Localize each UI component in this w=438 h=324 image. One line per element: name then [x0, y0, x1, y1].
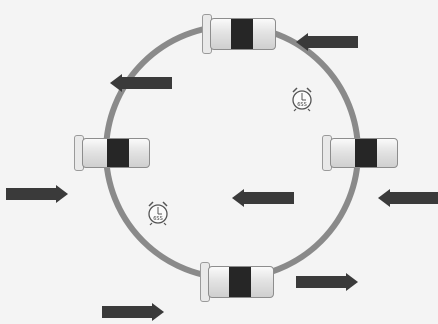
arrow-label [246, 194, 288, 202]
vial-left [74, 135, 150, 171]
arrow-right-outer [378, 189, 438, 207]
vial-body [330, 138, 398, 168]
vial-body [210, 18, 276, 50]
vial-bottom [200, 262, 274, 302]
arrow-upper-left [110, 74, 172, 92]
alarm-clock-icon: 6SS [290, 86, 314, 112]
alarm-clock-icon: 6SS [146, 200, 170, 226]
arrow-left-outer [6, 185, 68, 203]
arrow-label [106, 308, 148, 316]
arrow-right-icon [56, 185, 68, 203]
vial-body [82, 138, 150, 168]
clock-text: 6SS [149, 216, 167, 222]
arrow-label [392, 194, 434, 202]
arrow-label [10, 190, 52, 198]
vial-band [231, 19, 253, 49]
arrow-label [124, 79, 166, 87]
arrow-label [300, 278, 342, 286]
vial-band [107, 139, 129, 167]
arrow-left-icon [378, 189, 390, 207]
arrow-lower-right [296, 273, 358, 291]
arrow-left-icon [296, 33, 308, 51]
arrow-right-icon [346, 273, 358, 291]
arrow-left-icon [232, 189, 244, 207]
vial-right [322, 135, 398, 171]
arrow-center [232, 189, 294, 207]
clock-text: 6SS [293, 102, 311, 108]
vial-top [202, 14, 276, 54]
arrow-top-right [296, 33, 358, 51]
arrow-right-icon [152, 303, 164, 321]
vial-band [355, 139, 377, 167]
vial-body [208, 266, 274, 298]
arrow-bottom [102, 303, 164, 321]
vial-band [229, 267, 251, 297]
arrow-label [310, 38, 352, 46]
arrow-left-icon [110, 74, 122, 92]
